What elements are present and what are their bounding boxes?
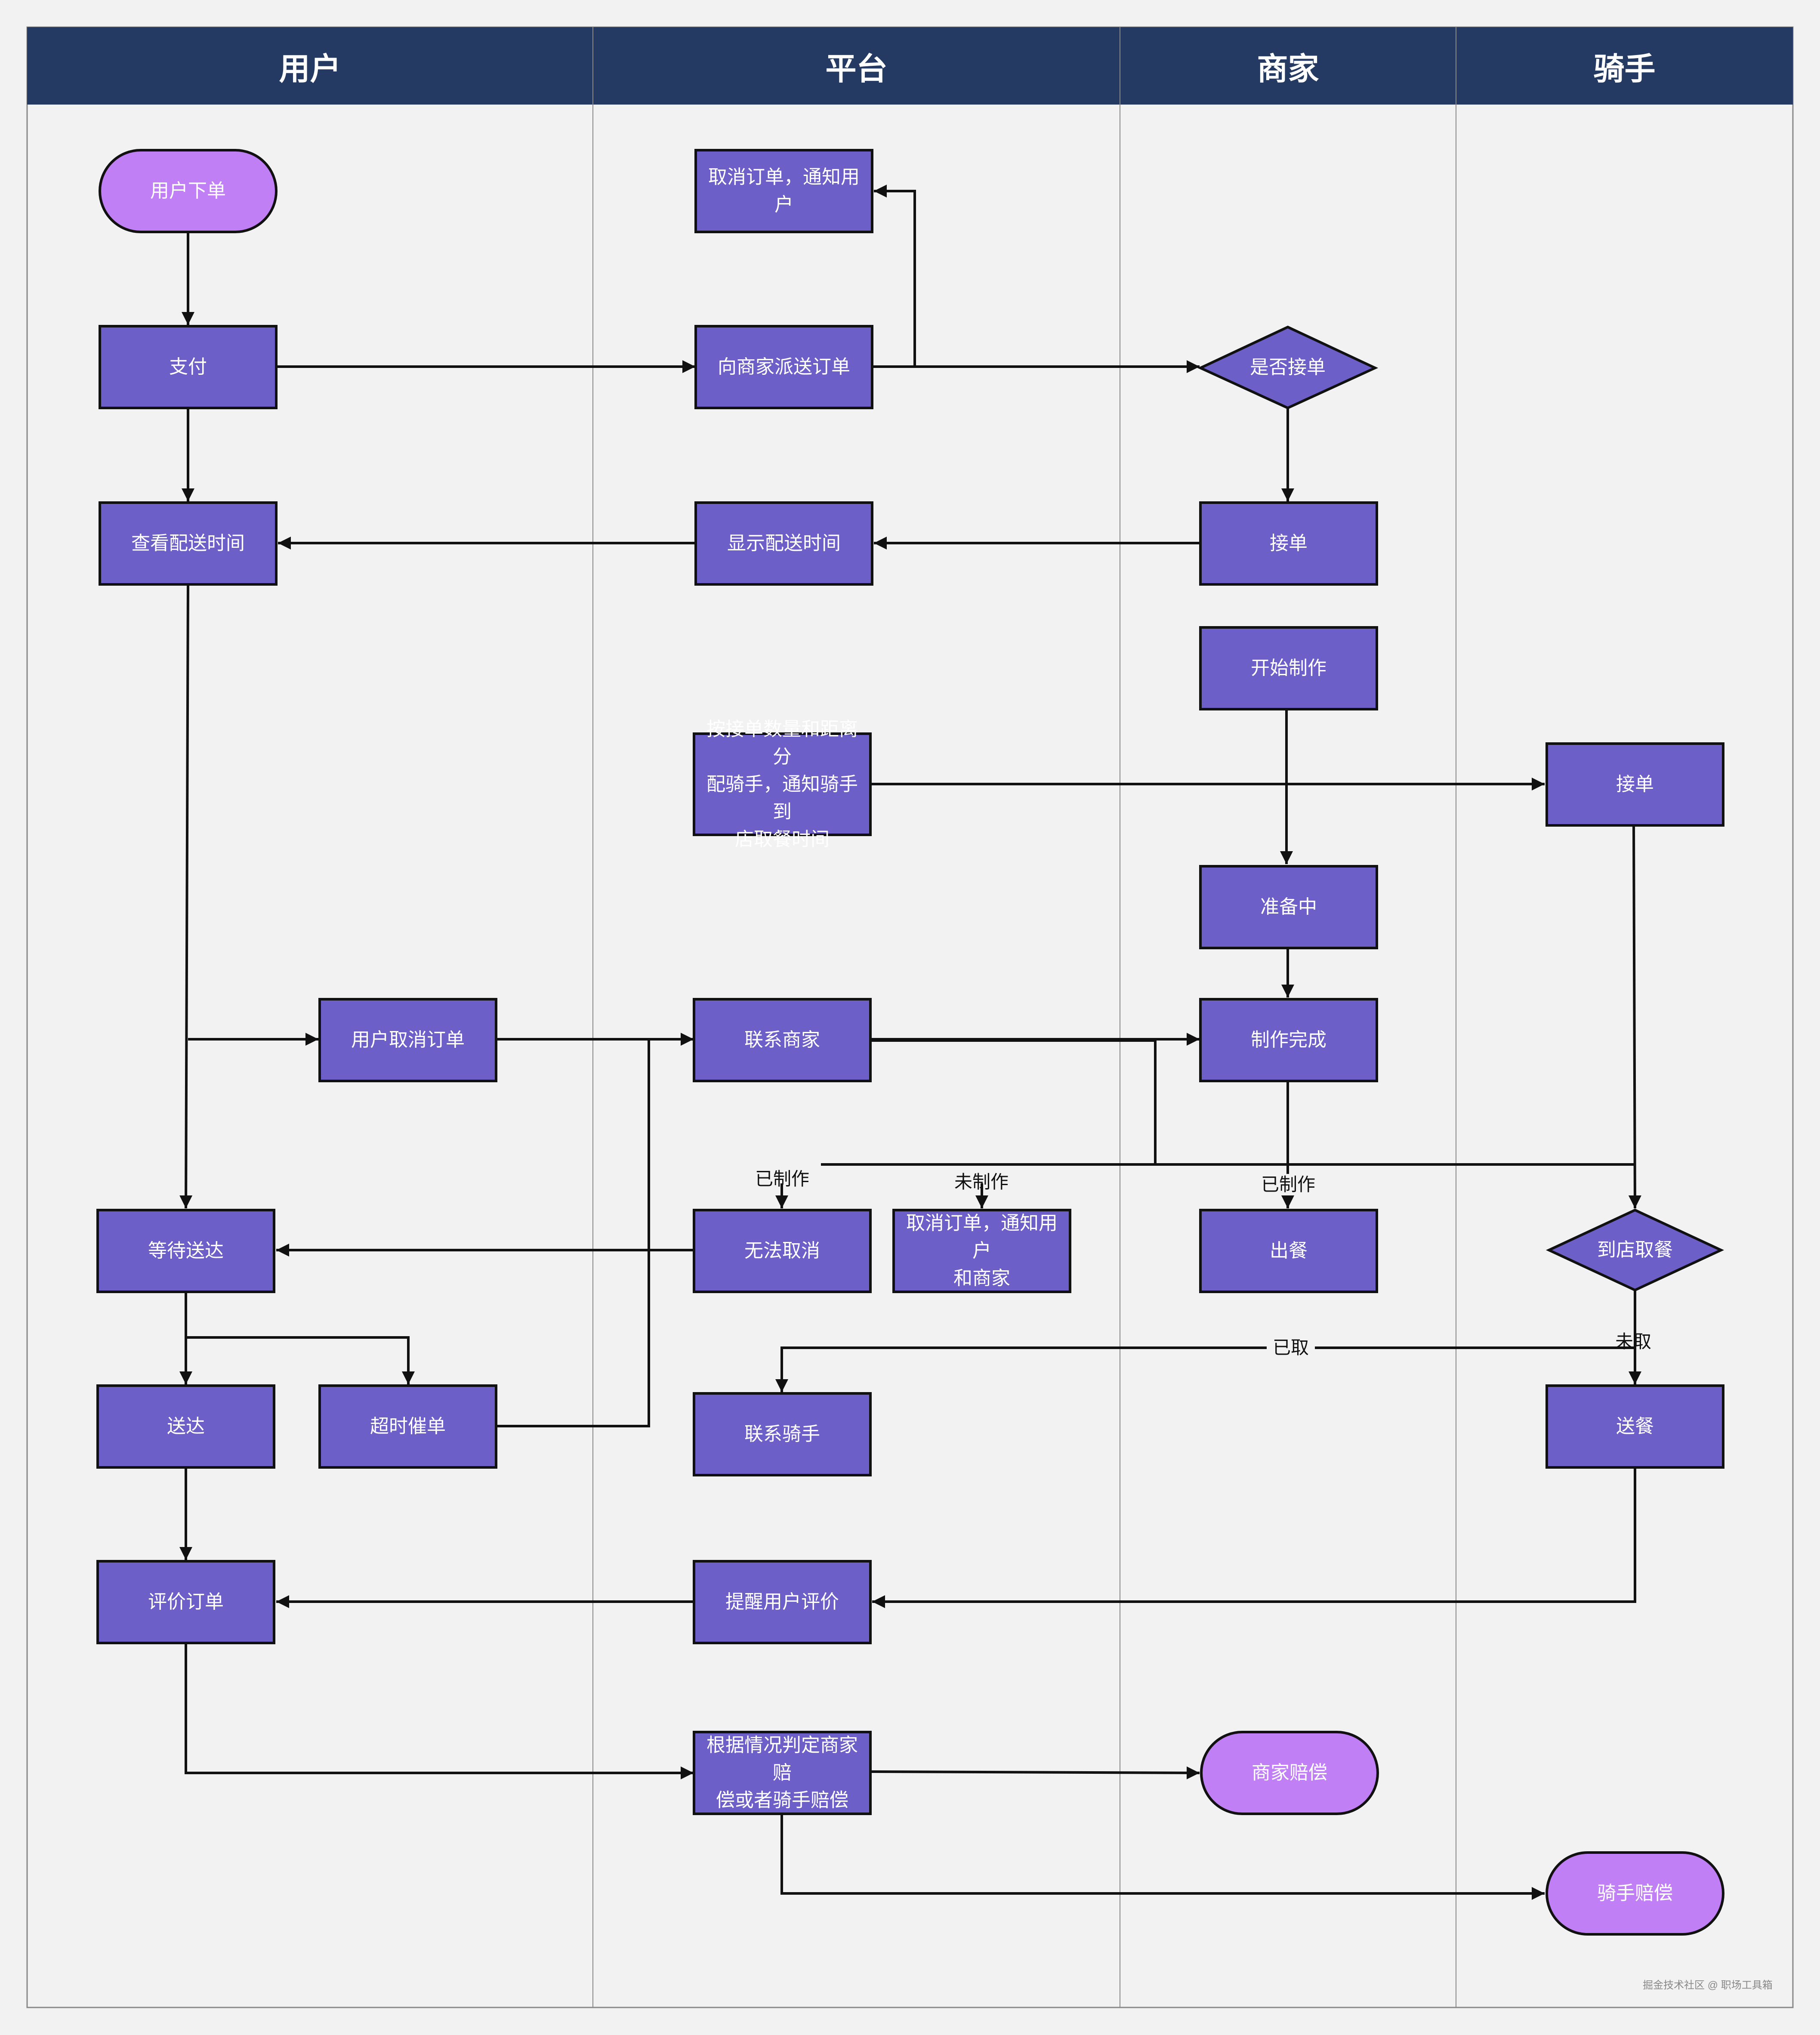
shape-remind [693, 1560, 872, 1644]
node-contact-merchant[interactable]: 联系商家 [744, 1029, 820, 1050]
edge-label-not-made: 未制作 [954, 1172, 1009, 1192]
shape-cancel-both [892, 1209, 1071, 1293]
shape-wait [96, 1209, 275, 1293]
node-accept-decision[interactable]: 是否接单 [1250, 357, 1326, 378]
shape-accept-decision [1197, 325, 1379, 410]
lane-title-platform: 平台 [825, 52, 888, 86]
node-cancel-notify-both[interactable]: 取消订单，通知用户 和商家 [906, 1213, 1058, 1289]
node-pay[interactable]: 支付 [169, 356, 207, 377]
node-merchant-compensation[interactable]: 商家赔偿 [1252, 1762, 1327, 1783]
shape-start-cooking [1199, 626, 1378, 710]
edge-pickup-to-contact-rider [775, 1346, 1635, 1392]
node-deliver-food[interactable]: 送餐 [1616, 1416, 1654, 1437]
node-start-cooking[interactable]: 开始制作 [1251, 658, 1326, 679]
edge-contact-branch [870, 1039, 1157, 1164]
shape-pay [99, 325, 278, 409]
node-cannot-cancel[interactable]: 无法取消 [744, 1240, 820, 1261]
edge-label-picked: 已取 [1267, 1337, 1315, 1359]
shape-rate [96, 1560, 275, 1644]
shape-merchant-comp [1200, 1731, 1379, 1815]
edge-label-made: 已制作 [755, 1169, 810, 1189]
edge-judge-to-merchant-comp [870, 1766, 1200, 1779]
edge-viewtime-to-wait [179, 585, 193, 1209]
watermark-credit: 掘金技术社区 @ 职场工具箱 [1643, 1979, 1773, 1991]
shape-urge [318, 1384, 497, 1469]
shape-assign [693, 732, 872, 836]
shape-show-time [694, 501, 873, 586]
node-merchant-accept[interactable]: 接单 [1270, 533, 1308, 554]
edge-judge-to-rider-comp [780, 1814, 1545, 1900]
edge-label-not-picked: 未取 [1615, 1331, 1652, 1352]
edge-urge-to-contact [496, 1033, 694, 1427]
shape-contact-rider [693, 1392, 872, 1476]
node-meal-out[interactable]: 出餐 [1270, 1240, 1308, 1261]
shape-user-cancel [318, 998, 497, 1082]
node-rider-accept[interactable]: 接单 [1616, 774, 1654, 795]
shape-dispatch [694, 325, 873, 409]
node-user-order[interactable]: 用户下单 [150, 180, 226, 201]
shape-judge [693, 1731, 872, 1815]
node-assign-rider[interactable]: 按接单数量和距离分 配骑手，通知骑手到 店取餐时间 [706, 718, 858, 850]
shape-deliver-food [1545, 1384, 1724, 1469]
node-judge-compensation[interactable]: 根据情况判定商家赔 偿或者骑手赔偿 [706, 1735, 858, 1811]
shape-meal-out [1199, 1209, 1378, 1293]
node-user-cancel[interactable]: 用户取消订单 [351, 1029, 465, 1050]
edge-deliver-to-remind [872, 1467, 1636, 1608]
node-cancel-notify-user[interactable]: 取消订单，通知用户 [708, 167, 860, 215]
edge-wait-to-urge [186, 1336, 415, 1384]
edge-rate-to-judge [185, 1642, 694, 1779]
edge-decision-to-cancel [874, 185, 916, 367]
header-bar [27, 27, 1793, 105]
shape-contact-merchant [693, 998, 872, 1082]
node-contact-rider[interactable]: 联系骑手 [744, 1424, 820, 1445]
node-wait-delivery[interactable]: 等待送达 [148, 1240, 224, 1261]
node-preparing[interactable]: 准备中 [1260, 896, 1317, 917]
shape-cancel-notify [694, 149, 873, 233]
shape-preparing [1199, 865, 1378, 949]
shape-cannot-cancel [693, 1209, 872, 1293]
shape-rider-accept [1545, 742, 1724, 827]
node-rider-compensation[interactable]: 骑手赔偿 [1597, 1883, 1673, 1904]
edge-label-made: 已制作 [1255, 1174, 1322, 1195]
shape-user-order [99, 149, 278, 233]
node-remind-rate[interactable]: 提醒用户评价 [725, 1591, 839, 1612]
node-cooking-done[interactable]: 制作完成 [1251, 1029, 1326, 1050]
shape-view-time [99, 501, 278, 586]
connectors [179, 185, 1641, 1900]
node-dispatch-to-merchant[interactable]: 向商家派送订单 [718, 356, 850, 377]
shape-rider-comp [1545, 1851, 1724, 1936]
shape-delivered [96, 1384, 275, 1469]
edge-rider-accept-to-pickup [1628, 825, 1641, 1209]
node-rate-order[interactable]: 评价订单 [148, 1591, 224, 1612]
lane-title-merchant: 商家 [1257, 52, 1319, 86]
node-delivered[interactable]: 送达 [167, 1416, 205, 1437]
node-view-time[interactable]: 查看配送时间 [131, 533, 245, 554]
lane-title-rider: 骑手 [1593, 52, 1656, 86]
node-timeout-urge[interactable]: 超时催单 [370, 1416, 446, 1437]
lane-title-user: 用户 [279, 52, 341, 86]
shape-merchant-accept [1199, 501, 1378, 586]
shape-cooking-done [1199, 998, 1378, 1082]
shape-pickup-decision [1545, 1208, 1724, 1292]
shapes [96, 149, 1724, 1936]
node-pickup-decision[interactable]: 到店取餐 [1597, 1239, 1673, 1260]
node-show-time[interactable]: 显示配送时间 [727, 533, 841, 554]
